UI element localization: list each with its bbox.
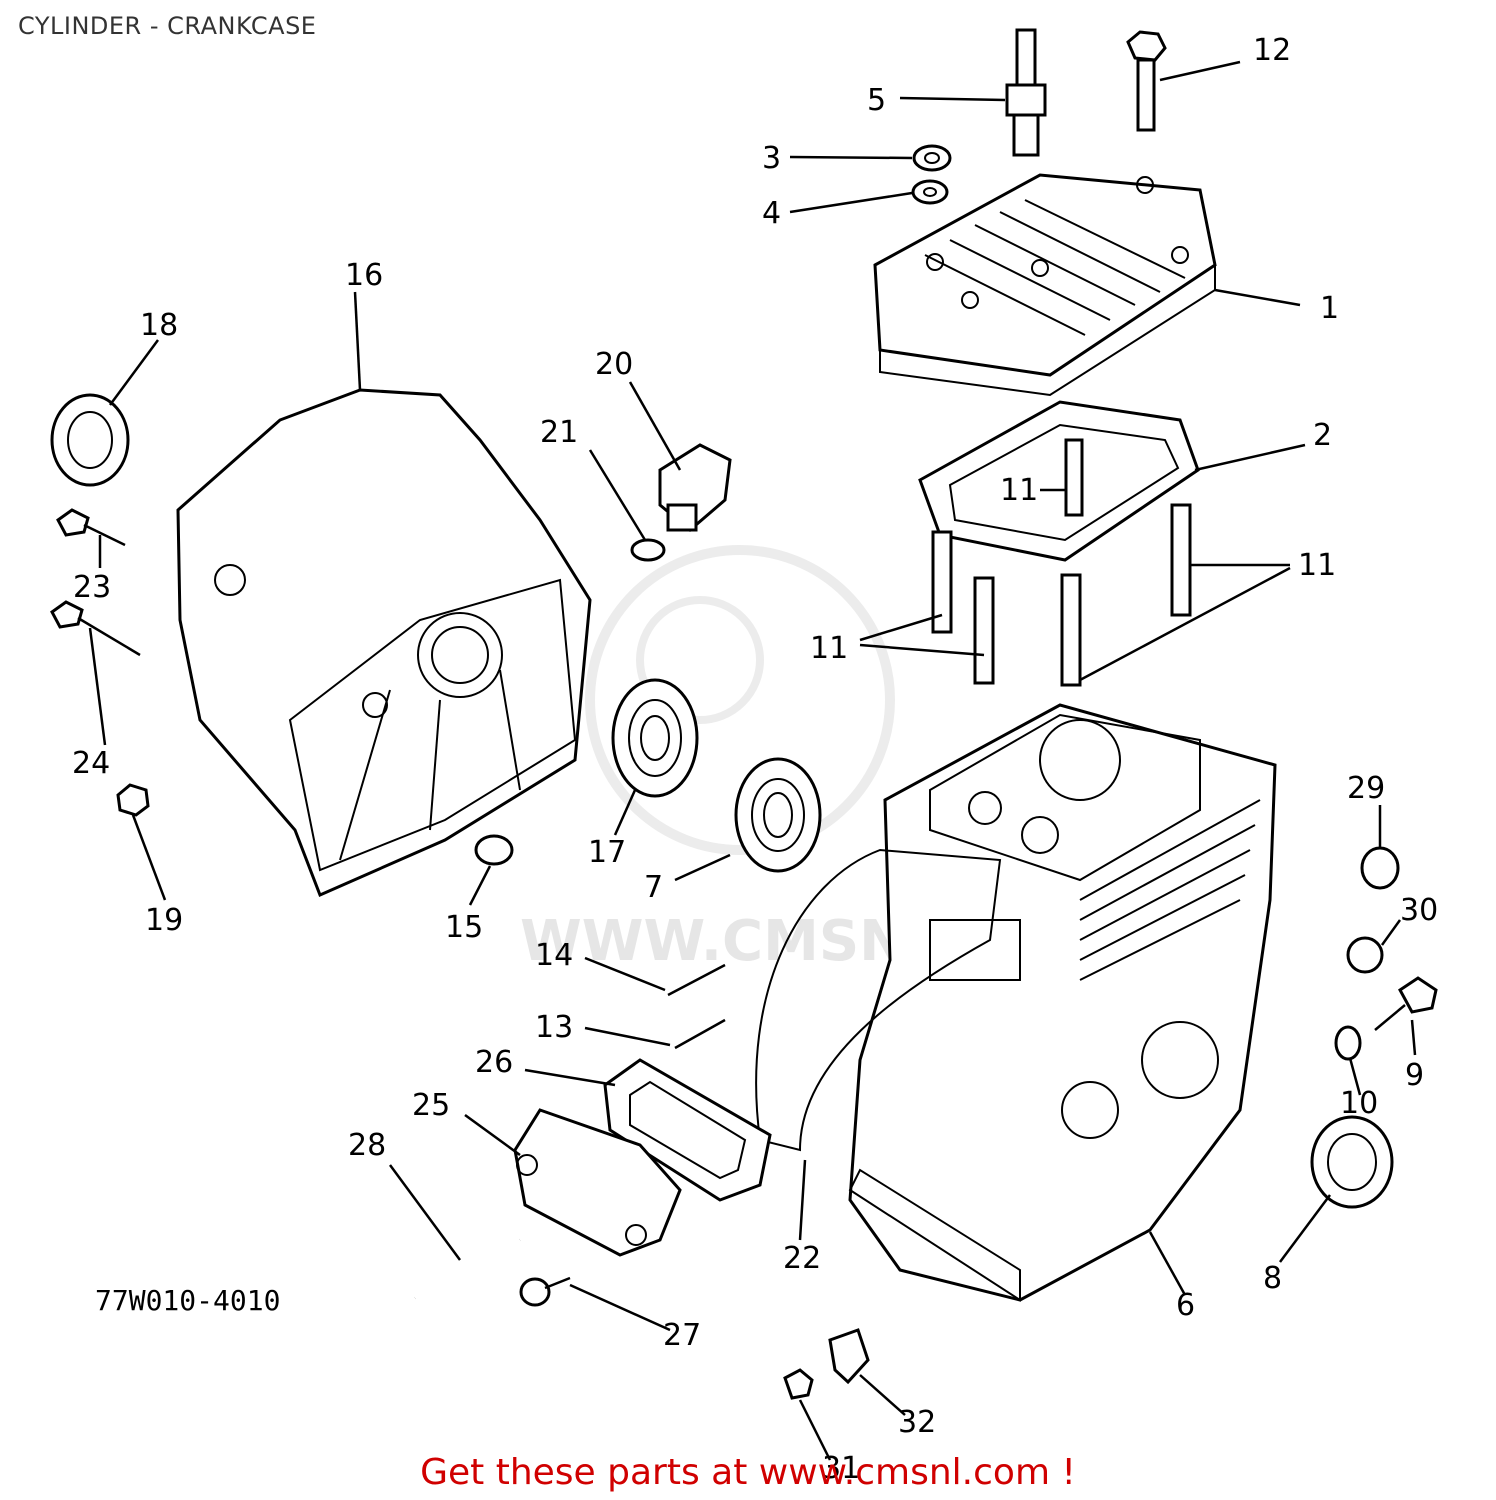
breather-bolt[interactable]: [519, 1276, 571, 1307]
bearing-crankcase[interactable]: [734, 757, 822, 873]
callout-25[interactable]: 25: [412, 1088, 450, 1123]
callout-7[interactable]: 7: [644, 870, 663, 905]
crankcase-cover[interactable]: [176, 388, 592, 898]
callout-19[interactable]: 19: [145, 903, 183, 938]
callout-1[interactable]: 1: [1320, 291, 1339, 326]
callout-10[interactable]: 10: [1340, 1086, 1378, 1121]
spark-plug[interactable]: [1005, 28, 1047, 157]
callout-22[interactable]: 22: [783, 1241, 821, 1276]
drawing-code: 77W010-4010: [95, 1284, 280, 1317]
o-ring[interactable]: [630, 538, 666, 562]
callout-5[interactable]: 5: [867, 83, 886, 118]
breather-cover[interactable]: [513, 1108, 682, 1257]
leader-lines: [88, 60, 1417, 1461]
callout-12[interactable]: 12: [1253, 33, 1291, 68]
callout-15[interactable]: 15: [445, 910, 483, 945]
cylinder-head[interactable]: [873, 173, 1217, 397]
cover-plug[interactable]: [474, 834, 514, 866]
oil-filler-cap[interactable]: [658, 443, 732, 532]
oil-seal-left[interactable]: [50, 393, 130, 487]
callout-26[interactable]: 26: [475, 1045, 513, 1080]
callout-9[interactable]: 9: [1405, 1058, 1424, 1093]
callout-6[interactable]: 6: [1176, 1288, 1195, 1323]
crankcase-gasket[interactable]: [755, 848, 1002, 1152]
callout-29[interactable]: 29: [1347, 771, 1385, 806]
head-gasket[interactable]: [918, 400, 1200, 562]
callout-4[interactable]: 4: [762, 196, 781, 231]
callout-13[interactable]: 13: [535, 1010, 573, 1045]
callout-28[interactable]: 28: [348, 1128, 386, 1163]
breather-gasket[interactable]: [603, 1058, 772, 1202]
callout-32[interactable]: 32: [898, 1405, 936, 1440]
callout-17[interactable]: 17: [588, 835, 626, 870]
callout-labels: 1 2 3 4 5 6 7 8 9 10 11 11 11 11 12 13 1…: [72, 33, 1438, 1486]
clamp[interactable]: [828, 1328, 870, 1385]
callout-24[interactable]: 24: [72, 746, 110, 781]
bearing-cover[interactable]: [611, 678, 699, 798]
drain-bolt[interactable]: [1374, 976, 1438, 1031]
callout-31[interactable]: 31: [822, 1451, 860, 1486]
callout-8[interactable]: 8: [1263, 1261, 1282, 1296]
dowel-pin-14[interactable]: [667, 963, 726, 997]
head-nut[interactable]: [912, 144, 952, 172]
callout-11-a[interactable]: 11: [1000, 473, 1038, 508]
callout-11-b[interactable]: 11: [1298, 548, 1336, 583]
callout-14[interactable]: 14: [535, 938, 573, 973]
plug-30[interactable]: [1346, 936, 1384, 974]
crankcase[interactable]: [848, 703, 1277, 1302]
callout-21[interactable]: 21: [540, 415, 578, 450]
stud-bolts[interactable]: [931, 438, 1192, 687]
callout-27[interactable]: 27: [663, 1318, 701, 1353]
drain-washer[interactable]: [1334, 1025, 1362, 1061]
callout-30[interactable]: 30: [1400, 893, 1438, 928]
plug-29[interactable]: [1360, 846, 1400, 890]
cover-bolt-short[interactable]: [56, 508, 126, 547]
cover-nut[interactable]: [116, 783, 150, 817]
head-washer[interactable]: [911, 179, 949, 205]
footer-link[interactable]: Get these parts at www.cmsnl.com !: [420, 1452, 1076, 1493]
page-title: CYLINDER - CRANKCASE: [18, 12, 317, 40]
clamp-screw[interactable]: [783, 1368, 814, 1400]
head-bolt[interactable]: [1126, 30, 1167, 132]
oil-seal-right[interactable]: [1310, 1115, 1394, 1209]
callout-11-c[interactable]: 11: [810, 631, 848, 666]
callout-23[interactable]: 23: [73, 570, 111, 605]
callout-18[interactable]: 18: [140, 308, 178, 343]
breather-pipe[interactable]: [412, 1234, 523, 1304]
callout-20[interactable]: 20: [595, 347, 633, 382]
cover-bolt-long[interactable]: [50, 600, 141, 657]
dowel-pin-13[interactable]: [674, 1018, 726, 1050]
callout-3[interactable]: 3: [762, 141, 781, 176]
callout-2[interactable]: 2: [1313, 418, 1332, 453]
callout-16[interactable]: 16: [345, 258, 383, 293]
